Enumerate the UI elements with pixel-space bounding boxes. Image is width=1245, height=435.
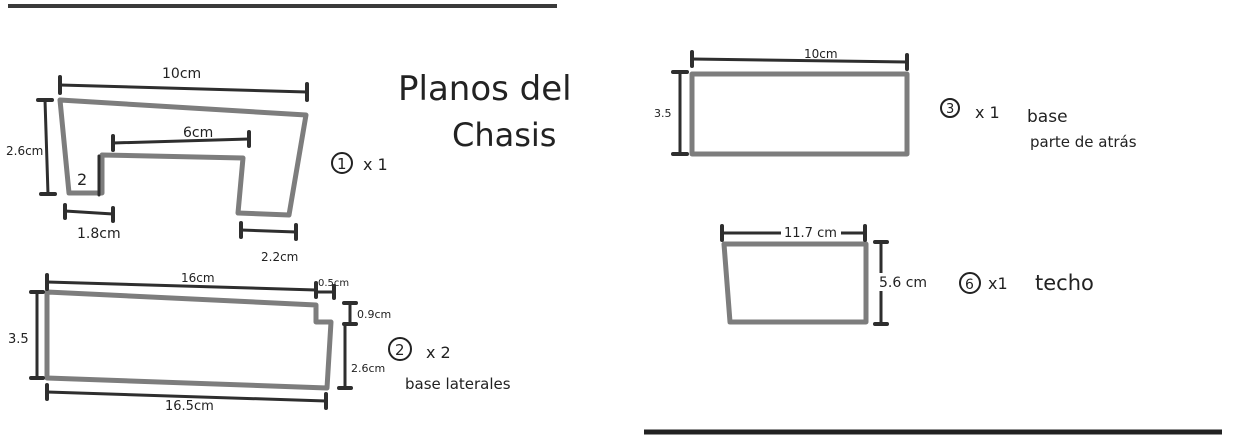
piece-1-number-circle [331,152,353,174]
piece-2-bottom-dimension-line [45,390,328,403]
piece-6-quantity: x1 [988,274,1008,293]
piece-6-number: 6 [965,277,974,293]
piece-1-bottom-left-label: 1.8cm [77,226,121,242]
piece-2-number-circle [388,337,412,361]
piece-1-outline [57,97,309,218]
label-backdrop [878,273,940,291]
piece-6-number-circle [959,272,981,294]
piece-6-name: techo [1035,271,1094,295]
piece-1-inner-label: 6cm [183,125,213,141]
piece-2-notch-height-label: 0.9cm [357,308,391,321]
piece-3-name-line-1: base [1027,107,1068,127]
piece-2-outline [44,289,334,391]
piece-1-bottom-left-dimension-line [63,209,115,216]
piece-2-notch-width-label: 0.5cm [318,278,349,289]
piece-1-inner-dimension-line [111,137,251,145]
piece-6: 11.7 cm 5.6 cm 6 x1 techo [720,224,1094,326]
piece-2-left-label: 3.5 [8,332,29,347]
piece-2-top-label: 16cm [181,271,215,285]
piece-2-bottom-label: 16.5cm [165,399,214,414]
piece-2-name: base laterales [405,375,511,393]
piece-3: 10cm 3.5 3 x 1 base parte de atrás [654,47,1137,157]
piece-6-outline [721,241,869,325]
piece-1-bottom-right-label: 2.2cm [261,250,298,264]
piece-2-top-dimension-line [45,280,318,292]
piece-3-number-circle [940,98,960,118]
piece-1-left-label: 2.6cm [6,144,43,158]
title-line-1: Planos del [398,69,572,109]
piece-1-left-dimension-line [43,98,50,196]
piece-3-top-label: 10cm [804,47,838,61]
piece-2-number: 2 [395,341,405,359]
piece-3-number: 3 [946,102,954,117]
piece-3-outline [689,71,910,157]
title-line-2: Chasis [452,116,556,154]
piece-2-right-label: 2.6cm [351,362,385,375]
piece-3-top-dimension-line [690,57,909,64]
piece-1-bottom-right-dimension-line [239,228,298,234]
piece-6-right-label: 5.6 cm [879,275,927,291]
piece-3-quantity: x 1 [975,103,1000,122]
piece-2-quantity: x 2 [426,343,451,362]
piece-1-leg-label: 2 [77,170,87,189]
piece-1-top-label: 10cm [162,66,201,82]
piece-3-name-line-2: parte de atrás [1030,133,1137,151]
piece-6-top-label: 11.7 cm [784,226,837,241]
piece-1: 10cm 6cm 2.6cm 2 1.8cm 2.2cm 1 x 1 [6,66,388,264]
piece-1-quantity: x 1 [363,155,388,174]
piece-3-left-label: 3.5 [654,107,672,120]
piece-2: 16cm 0.5cm 0.9cm 3.5 2.6cm 16.5cm 2 x 2 … [8,271,511,414]
piece-1-number: 1 [337,155,347,173]
piece-1-top-dimension-line [58,83,309,94]
label-backdrop [781,224,841,240]
